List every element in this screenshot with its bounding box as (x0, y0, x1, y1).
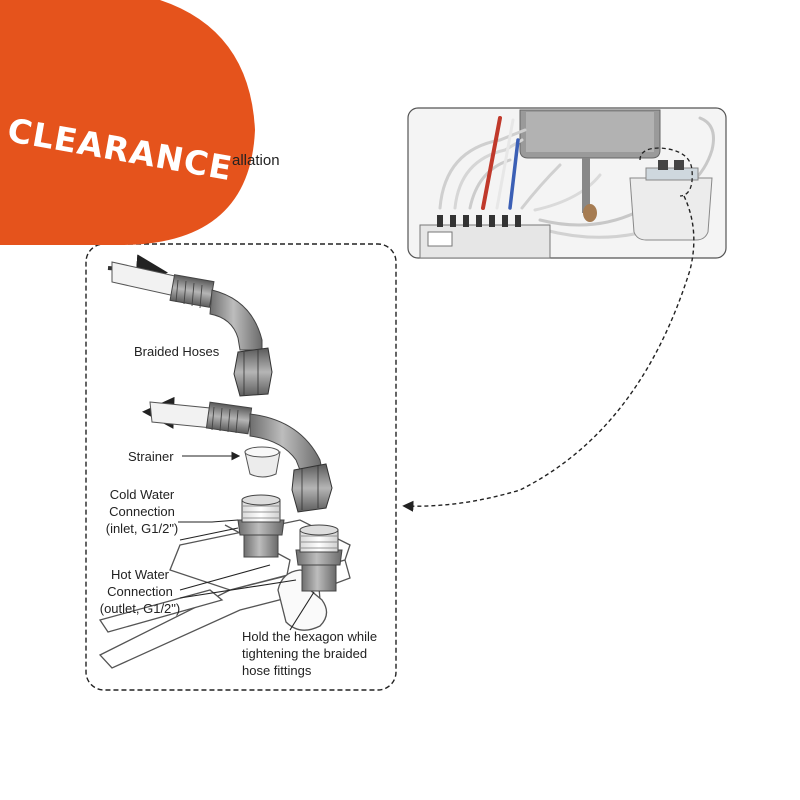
strainer-part (244, 446, 281, 478)
hot-water-line-1: Hot Water (110, 567, 170, 582)
clearance-badge (0, 0, 255, 245)
strainer-label: Strainer (128, 449, 174, 464)
inset-panel (407, 107, 727, 259)
heading-fragment: allation (232, 152, 280, 169)
hot-water-label: Hot Water Connection (outlet, G1/2") (90, 566, 190, 617)
hexagon-note-line-2: tightening the braided (242, 646, 368, 661)
hot-water-fitting (295, 524, 343, 592)
cold-water-label: Cold Water Connection (inlet, G1/2") (96, 486, 188, 537)
cold-water-line-2: Connection (109, 504, 175, 519)
cold-water-line-1: Cold Water (109, 487, 175, 502)
braided-hose-upper (107, 254, 273, 397)
cold-water-line-3: (inlet, G1/2") (105, 521, 179, 536)
callout-connector (402, 195, 695, 512)
braided-hoses-label: Braided Hoses (134, 344, 220, 359)
braided-hose-lower (142, 396, 333, 513)
hexagon-note-line-1: Hold the hexagon while (242, 629, 378, 644)
hexagon-note-line-3: hose fittings (242, 663, 312, 678)
hexagon-note-label: Hold the hexagon while tightening the br… (242, 628, 377, 679)
leader-lines (178, 451, 315, 631)
cold-water-fitting (237, 494, 285, 558)
wrench-head (277, 569, 328, 631)
detail-frame (85, 243, 397, 691)
hot-water-line-3: (outlet, G1/2") (99, 601, 181, 616)
hot-water-line-2: Connection (107, 584, 173, 599)
